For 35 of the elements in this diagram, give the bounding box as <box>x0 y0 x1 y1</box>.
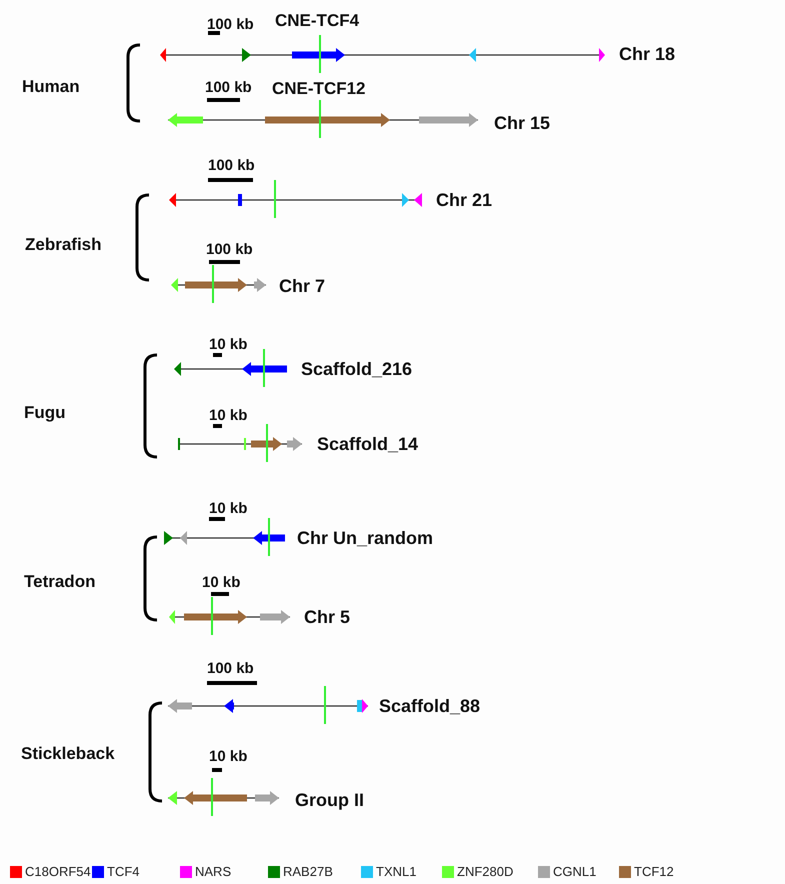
scale-label: 10 kb <box>209 749 248 764</box>
scale-label: 10 kb <box>209 337 248 352</box>
scale-label: 10 kb <box>209 408 248 423</box>
legend-label: RAB27B <box>283 865 333 878</box>
scale-label: 100 kb <box>206 242 253 257</box>
legend-label: C18ORF54 <box>25 865 91 878</box>
chromosome-label: Chr 5 <box>304 608 350 626</box>
scale-label: 100 kb <box>208 158 255 173</box>
species-label: Zebrafish <box>25 236 102 253</box>
chromosome-label: Chr 7 <box>279 277 326 295</box>
legend-label: ZNF280D <box>457 865 514 878</box>
chromosome-label: Group II <box>295 791 364 809</box>
species-label: Tetradon <box>24 573 96 590</box>
chromosome-label: Scaffold_216 <box>301 360 412 378</box>
chromosome-label: Chr 21 <box>436 191 492 209</box>
species-label: Stickleback <box>21 745 115 762</box>
element-label: CNE-TCF12 <box>272 80 366 97</box>
legend-label: TXNL1 <box>376 865 416 878</box>
legend-label: TCF12 <box>634 865 674 878</box>
chromosome-label: Chr 18 <box>619 45 676 63</box>
species-label: Fugu <box>24 404 66 421</box>
chromosome-label: Chr Un_random <box>297 529 434 547</box>
legend-label: TCF4 <box>107 865 140 878</box>
legend-label: CGNL1 <box>553 865 596 878</box>
scale-label: 10 kb <box>202 575 240 590</box>
legend-label: NARS <box>195 865 232 878</box>
scale-label: 10 kb <box>209 501 248 516</box>
species-label: Human <box>22 78 80 95</box>
element-label: CNE-TCF4 <box>275 12 360 29</box>
scale-label: 100 kb <box>207 17 254 32</box>
chromosome-label: Chr 15 <box>494 114 550 132</box>
scale-label: 100 kb <box>207 661 254 676</box>
chromosome-label: Scaffold_88 <box>379 697 480 715</box>
scale-label: 100 kb <box>205 80 252 95</box>
chromosome-label: Scaffold_14 <box>317 435 418 453</box>
